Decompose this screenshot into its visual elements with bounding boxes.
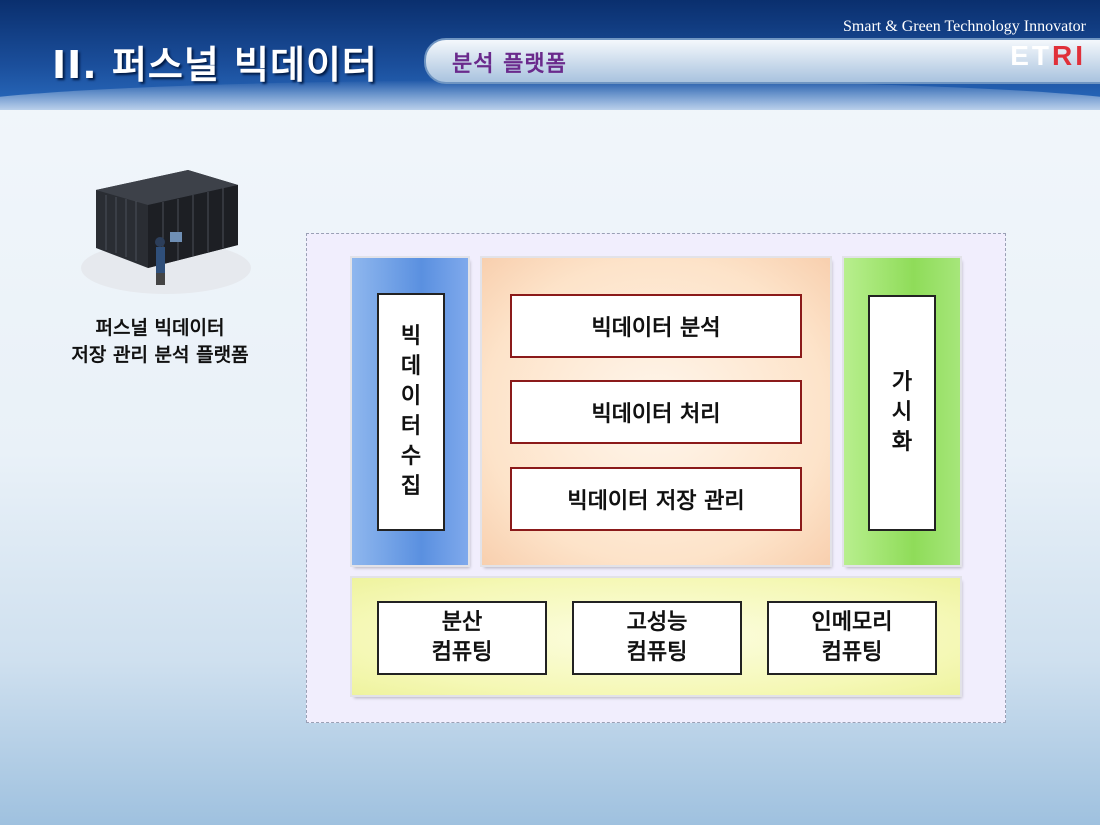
distributed-computing-box: 분산 컴퓨팅	[377, 601, 547, 675]
section-label: 분석 플랫폼	[452, 52, 567, 77]
bigdata-storage-box: 빅데이터 저장 관리	[510, 467, 802, 531]
section-pill	[424, 38, 1100, 84]
brand-tagline: Smart & Green Technology Innovator	[843, 18, 1086, 35]
hpc-computing-box: 고성능 컴퓨팅	[572, 601, 742, 675]
server-rack-illustration	[81, 170, 251, 294]
bigdata-processing-box: 빅데이터 처리	[510, 380, 802, 444]
platform-caption: 퍼스널 빅데이터 저장 관리 분석 플랫폼	[71, 317, 249, 366]
bigdata-collection-box: 빅데이터수집	[377, 293, 445, 531]
bigdata-analysis-box: 빅데이터 분석	[510, 294, 802, 358]
visualization-box: 가시화	[868, 295, 936, 531]
page-title: II. 퍼스널 빅데이터	[52, 43, 378, 87]
in-memory-computing-box: 인메모리 컴퓨팅	[767, 601, 937, 675]
etri-logo: ETRI	[1010, 40, 1086, 71]
